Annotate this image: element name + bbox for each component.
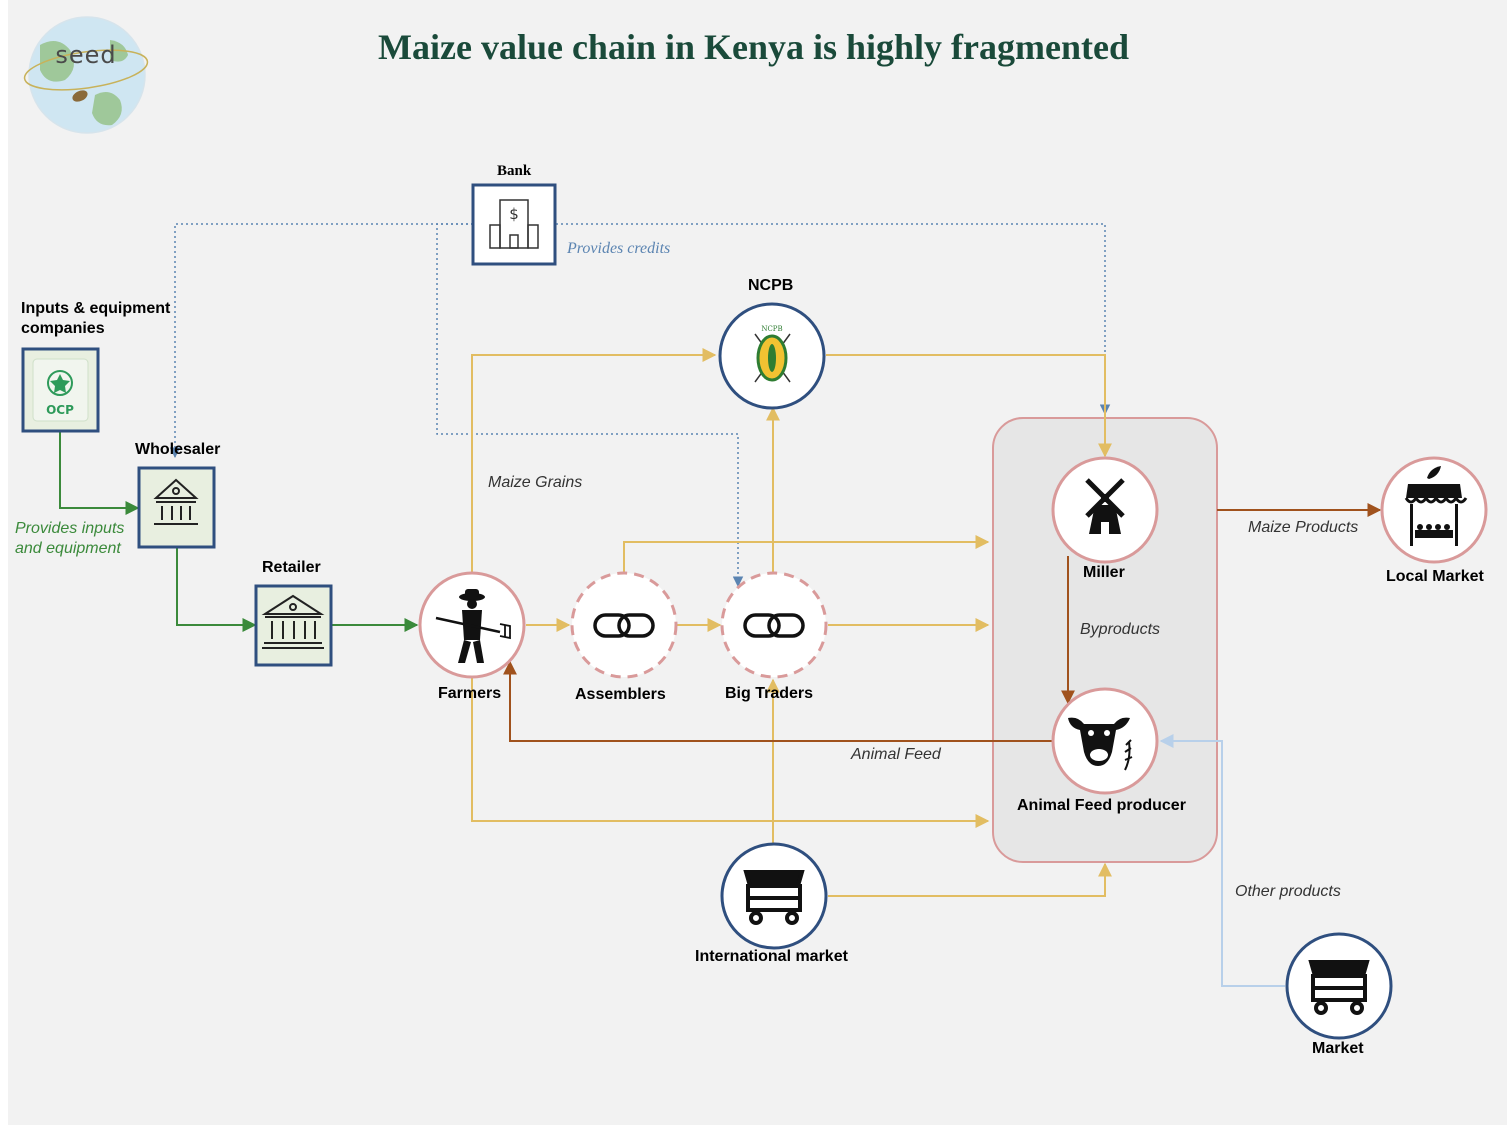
- inputs-label-line2: companies: [21, 320, 105, 337]
- big-traders-node[interactable]: [720, 571, 828, 679]
- institution-icon: [261, 594, 325, 649]
- wholesaler-label: Wholesaler: [135, 441, 221, 458]
- bank-building-icon: $: [489, 199, 539, 249]
- animal-feed-node[interactable]: [1051, 687, 1159, 795]
- flow-animal-feed-to-farmers: [503, 660, 1052, 742]
- local-market-node[interactable]: [1380, 456, 1488, 564]
- input-flows: [59, 431, 419, 632]
- edge-label-provides-inputs-line2: and equipment: [15, 540, 121, 557]
- farmer-icon: [435, 589, 511, 663]
- maize-flows: [471, 348, 1112, 897]
- product-flows: [503, 503, 1382, 742]
- chain-link-icon: [743, 613, 805, 638]
- edge-label-provides-inputs-line1: Provides inputs: [15, 520, 125, 537]
- flow-bank-to-wholesaler: [169, 223, 473, 459]
- edge-label-maize-grains: Maize Grains: [488, 474, 583, 491]
- ncpb-node[interactable]: NCPB: [718, 302, 826, 410]
- flow-bank-to-miller: [556, 223, 1111, 416]
- market-cart-icon: [743, 870, 805, 925]
- flow-farmers-to-processors: [471, 678, 990, 828]
- flow-international-to-processors: [828, 862, 1112, 897]
- flow-bank-to-big-traders: [436, 223, 744, 588]
- page-title: Maize value chain in Kenya is highly fra…: [378, 27, 1129, 67]
- svg-text:$: $: [509, 205, 519, 223]
- retailer-node[interactable]: [254, 584, 333, 667]
- flow-wholesaler-to-retailer: [176, 548, 257, 632]
- ncpb-label: NCPB: [748, 277, 794, 294]
- flow-inputs-to-wholesaler: [59, 431, 140, 515]
- farmers-label: Farmers: [438, 685, 502, 702]
- edge-label-maize-products: Maize Products: [1248, 519, 1359, 536]
- credit-flows: [169, 223, 1111, 588]
- retailer-label: Retailer: [262, 559, 321, 576]
- assemblers-node[interactable]: [570, 571, 678, 679]
- ncpb-shield-logo: NCPB: [754, 325, 791, 383]
- flow-ncpb-to-miller: [826, 354, 1112, 458]
- assemblers-label: Assemblers: [575, 686, 666, 703]
- edge-label-provides-credits: Provides credits: [567, 240, 671, 257]
- farmers-node[interactable]: [418, 571, 526, 679]
- miller-node[interactable]: [1051, 456, 1159, 564]
- animal-feed-label: Animal Feed producer: [1017, 797, 1186, 814]
- svg-text:NCPB: NCPB: [761, 325, 782, 333]
- edge-label-animal-feed: Animal Feed: [851, 746, 941, 763]
- wholesaler-node[interactable]: [137, 466, 216, 549]
- cow-icon: [1068, 717, 1133, 771]
- market-cart-icon: [1308, 960, 1370, 1015]
- chain-link-icon: [593, 613, 655, 638]
- international-market-label: International market: [695, 948, 848, 965]
- flow-assemblers-to-processors: [623, 535, 990, 573]
- edge-label-byproducts: Byproducts: [1080, 621, 1161, 638]
- institution-icon: [153, 478, 199, 525]
- edge-label-other-products: Other products: [1235, 883, 1341, 900]
- inputs-label-line1: Inputs & equipment: [21, 300, 171, 317]
- flow-farmers-to-ncpb: [471, 348, 717, 573]
- inputs-node[interactable]: OCP: [21, 347, 100, 433]
- miller-label: Miller: [1083, 564, 1125, 581]
- flow-market-to-animal-feed: [1159, 734, 1285, 987]
- bank-label: Bank: [497, 163, 532, 179]
- market-stall-icon: [1404, 466, 1468, 546]
- local-market-label: Local Market: [1386, 568, 1484, 585]
- logo-text: seed: [55, 41, 116, 69]
- svg-text:OCP: OCP: [46, 403, 74, 417]
- windmill-icon: [1085, 478, 1125, 534]
- seed-logo: seed: [23, 16, 149, 134]
- ocp-logo: OCP: [32, 358, 89, 422]
- big-traders-label: Big Traders: [725, 685, 814, 702]
- bank-node[interactable]: $: [471, 183, 557, 266]
- market-label: Market: [1312, 1040, 1364, 1057]
- market-node[interactable]: [1285, 932, 1393, 1040]
- international-market-node[interactable]: [720, 842, 828, 950]
